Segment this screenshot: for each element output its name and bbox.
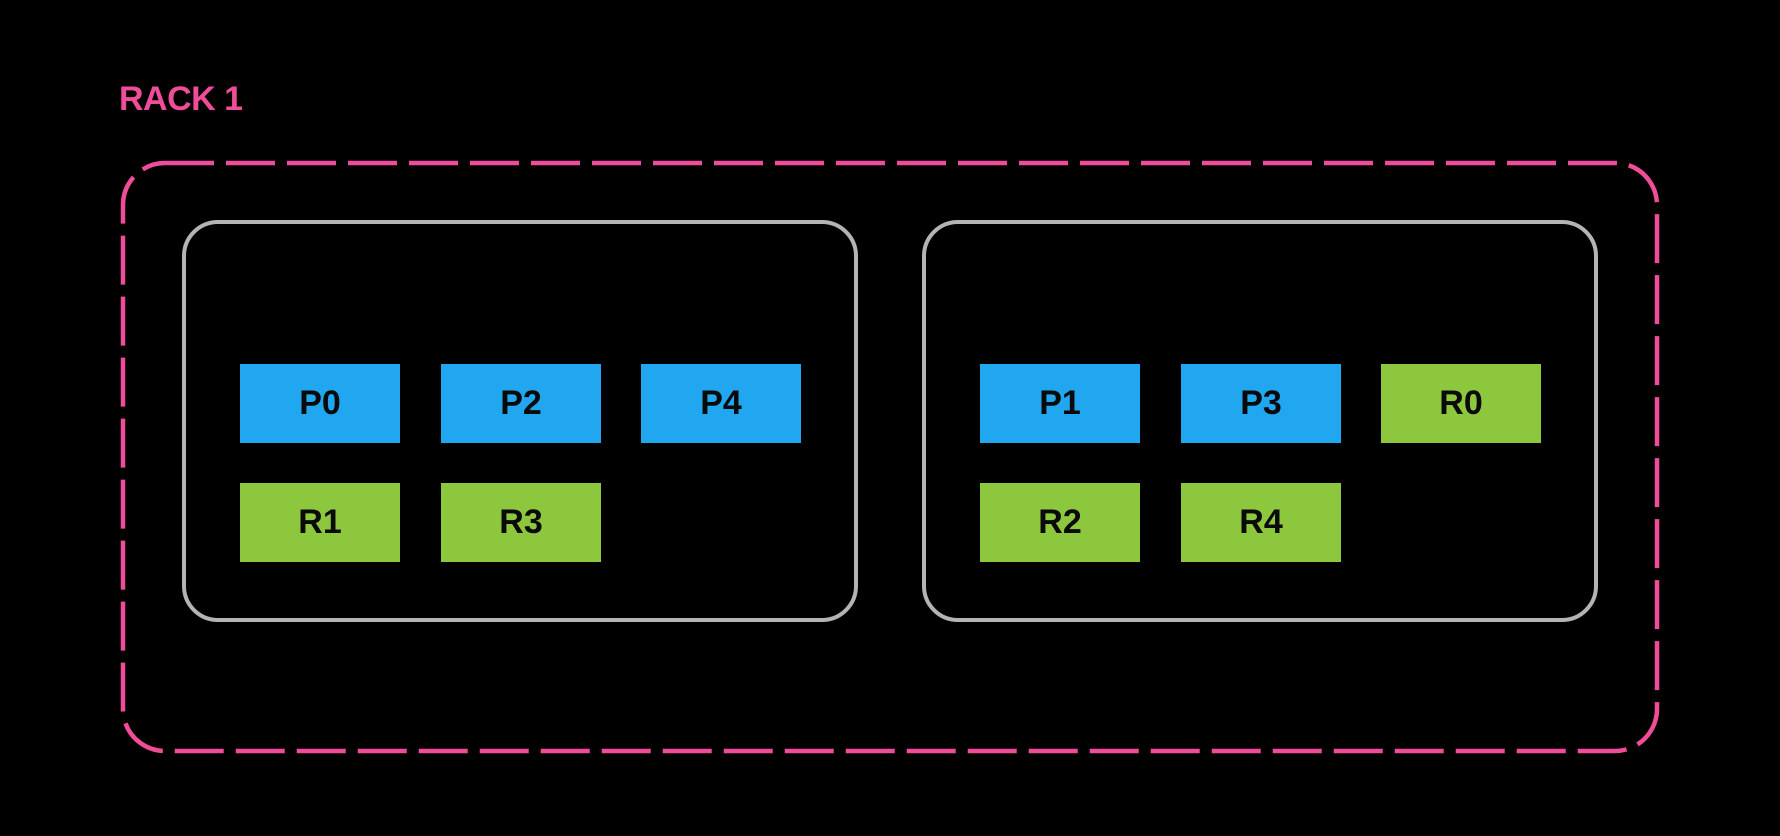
node-P1: P1 (980, 364, 1140, 443)
rack-title: RACK 1 (119, 80, 243, 118)
node-R3: R3 (441, 483, 601, 562)
node-R4: R4 (1181, 483, 1341, 562)
node-R2: R2 (980, 483, 1140, 562)
node-P0: P0 (240, 364, 400, 443)
node-P4: P4 (641, 364, 801, 443)
node-P3: P3 (1181, 364, 1341, 443)
node-P2: P2 (441, 364, 601, 443)
node-R1: R1 (240, 483, 400, 562)
node-R0: R0 (1381, 364, 1541, 443)
